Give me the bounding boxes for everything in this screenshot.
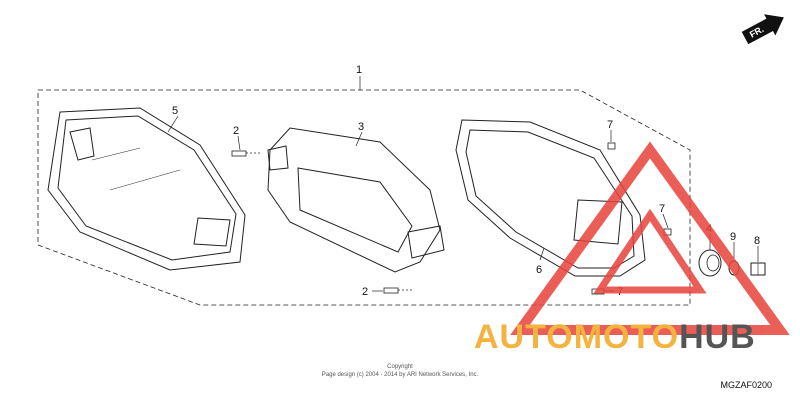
screw-bottom — [383, 287, 414, 294]
callout-8: 8 — [754, 235, 760, 247]
front-direction-arrow: FR. — [741, 14, 784, 45]
callout-7-right: 7 — [659, 203, 665, 215]
meter-unit — [267, 127, 445, 273]
callout-2-bottom: 2 — [362, 286, 368, 298]
copyright-line-2: Page design (c) 2004 - 2014 by ARI Netwo… — [321, 372, 479, 378]
callout-5: 5 — [172, 105, 178, 117]
watermark-part2: HUB — [679, 318, 756, 356]
grommet — [698, 249, 722, 277]
copyright-line-1: Copyright — [387, 364, 413, 370]
callout-7-top: 7 — [607, 119, 613, 131]
callout-6: 6 — [536, 264, 542, 276]
callout-1: 1 — [356, 64, 362, 76]
bolt — [750, 262, 766, 276]
watermark-part1: AUTOMOTO — [474, 318, 680, 356]
diagram-code: MGZAF0200 — [720, 380, 772, 390]
screw-top — [231, 150, 262, 157]
callout-3: 3 — [358, 121, 364, 133]
watermark-triangle-logo — [510, 141, 790, 335]
callout-2-top: 2 — [233, 125, 239, 137]
screw-7-top — [607, 142, 616, 150]
callout-9: 9 — [730, 231, 736, 243]
lens-cover — [47, 107, 246, 271]
watermark-text: AUTOMOTOHUB — [474, 318, 756, 357]
